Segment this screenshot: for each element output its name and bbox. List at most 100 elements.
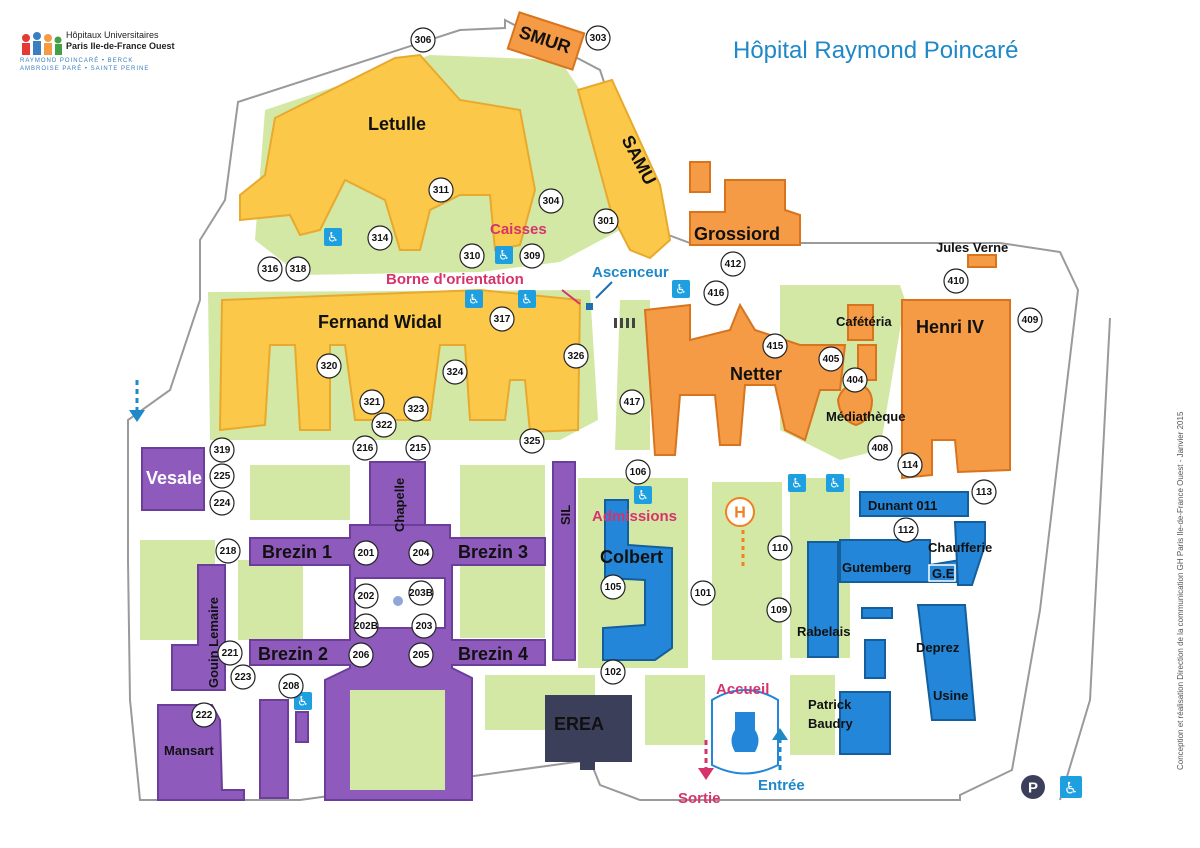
vesale-building[interactable] <box>141 447 205 511</box>
accueil-core <box>731 712 759 752</box>
fernand-widal-building[interactable] <box>218 288 582 434</box>
chapelle-building[interactable] <box>369 461 426 535</box>
marker-circle <box>1017 307 1043 333</box>
rabelais-building[interactable] <box>807 541 839 658</box>
svg-text:P: P <box>1028 780 1038 797</box>
small-purple-annex[interactable] <box>295 711 309 743</box>
marker-203: 203 <box>411 613 437 639</box>
marker-412: 412 <box>720 251 746 277</box>
marker-101: 101 <box>690 580 716 606</box>
marker-216: 216 <box>352 435 378 461</box>
patrick-baudry-building[interactable] <box>839 691 891 755</box>
grossiord-annex[interactable] <box>689 161 711 193</box>
marker-number: 101 <box>695 588 712 599</box>
chaufferie-building[interactable] <box>953 521 986 586</box>
marker-circle <box>353 613 379 639</box>
marker-320: 320 <box>316 353 342 379</box>
erea-building[interactable] <box>545 695 632 770</box>
brezin-courtyard <box>350 690 445 790</box>
svg-text:♿: ♿ <box>675 283 687 298</box>
jules-verne-building[interactable] <box>967 254 997 268</box>
marker-circle <box>818 346 844 372</box>
smur-building[interactable] <box>506 11 586 71</box>
marker-number: 203B <box>409 588 433 599</box>
borne-arrow <box>561 289 581 305</box>
cafeteria-building[interactable] <box>847 304 874 341</box>
marker-number: 203 <box>416 621 433 632</box>
marker-number: 106 <box>630 467 647 478</box>
blue-annex-1[interactable] <box>861 607 893 619</box>
marker-109: 109 <box>766 597 792 623</box>
marker-321: 321 <box>359 389 385 415</box>
logo-line-2: Paris Ile-de-France Ouest <box>66 41 175 51</box>
label-henri-iv: Henri IV <box>916 317 984 337</box>
marker-number: 114 <box>902 460 919 471</box>
label-mediatheque: Médiathèque <box>826 409 905 424</box>
marker-417: 417 <box>619 389 645 415</box>
marker-circle <box>359 389 385 415</box>
marker-circle <box>625 459 651 485</box>
label-letulle: Letulle <box>368 114 426 134</box>
deprez-building[interactable] <box>916 604 977 721</box>
marker-number: 409 <box>1022 315 1039 326</box>
dunant-building[interactable] <box>859 491 969 517</box>
marker-circle <box>519 243 545 269</box>
grossiord-building[interactable] <box>689 179 801 246</box>
marker-112: 112 <box>893 517 919 543</box>
marker-306: 306 <box>410 27 436 53</box>
marker-circle <box>519 428 545 454</box>
label-gutemberg: Gutemberg <box>842 560 911 575</box>
label-brezin-3: Brezin 3 <box>458 542 528 562</box>
label-baudry: Baudry <box>808 716 854 731</box>
marker-319: 319 <box>209 437 235 463</box>
marker-317: 317 <box>489 306 515 332</box>
marker-number: 408 <box>872 443 889 454</box>
colbert-building[interactable] <box>602 499 673 661</box>
gouin-lemaire-building[interactable] <box>171 564 226 691</box>
marker-circle <box>600 574 626 600</box>
marker-circle <box>600 659 626 685</box>
marker-223: 223 <box>230 664 256 690</box>
marker-circle <box>762 333 788 359</box>
blue-annex-2[interactable] <box>864 639 886 679</box>
west-arrow <box>129 380 145 422</box>
svg-text:♿: ♿ <box>829 477 841 492</box>
svg-text:♿: ♿ <box>791 477 803 492</box>
marker-circle <box>353 540 379 566</box>
ap-hp-logo: Hôpitaux Universitaires Paris Ile-de-Fra… <box>20 30 175 72</box>
svg-text:♿: ♿ <box>637 489 649 504</box>
marker-number: 224 <box>214 498 231 509</box>
svg-text:♿: ♿ <box>468 293 480 308</box>
letulle-building[interactable] <box>239 53 537 252</box>
label-borne: Borne d'orientation <box>386 271 524 288</box>
logo-line-4: AMBROISE PARÉ • SAINTE PERINE <box>20 65 149 72</box>
marker-circle <box>367 225 393 251</box>
marker-number: 404 <box>847 375 864 386</box>
fountain-dot <box>393 596 403 606</box>
marker-number: 206 <box>353 650 370 661</box>
brezin-complex[interactable] <box>249 524 546 801</box>
mansart-annex[interactable] <box>259 699 289 799</box>
marker-number: 318 <box>290 264 307 275</box>
marker-circle <box>230 664 256 690</box>
marker-218: 218 <box>215 538 241 564</box>
marker-number: 303 <box>590 33 607 44</box>
label-ge: G.E <box>932 566 955 581</box>
marker-410: 410 <box>943 268 969 294</box>
marker-309: 309 <box>519 243 545 269</box>
label-sortie: Sortie <box>678 790 721 807</box>
marker-number: 204 <box>413 548 430 559</box>
svg-text:♿: ♿ <box>521 293 533 308</box>
sil-building[interactable] <box>552 461 576 661</box>
marker-number: 317 <box>494 314 511 325</box>
marker-circle <box>257 256 283 282</box>
label-accueil: Accueil <box>716 681 769 698</box>
marker-323: 323 <box>403 396 429 422</box>
marker-205: 205 <box>408 642 434 668</box>
marker-circle <box>690 580 716 606</box>
label-vesale: Vesale <box>146 468 202 488</box>
netter-building[interactable] <box>643 302 847 456</box>
steps <box>614 318 635 328</box>
marker-106: 106 <box>625 459 651 485</box>
label-mansart: Mansart <box>164 743 215 758</box>
